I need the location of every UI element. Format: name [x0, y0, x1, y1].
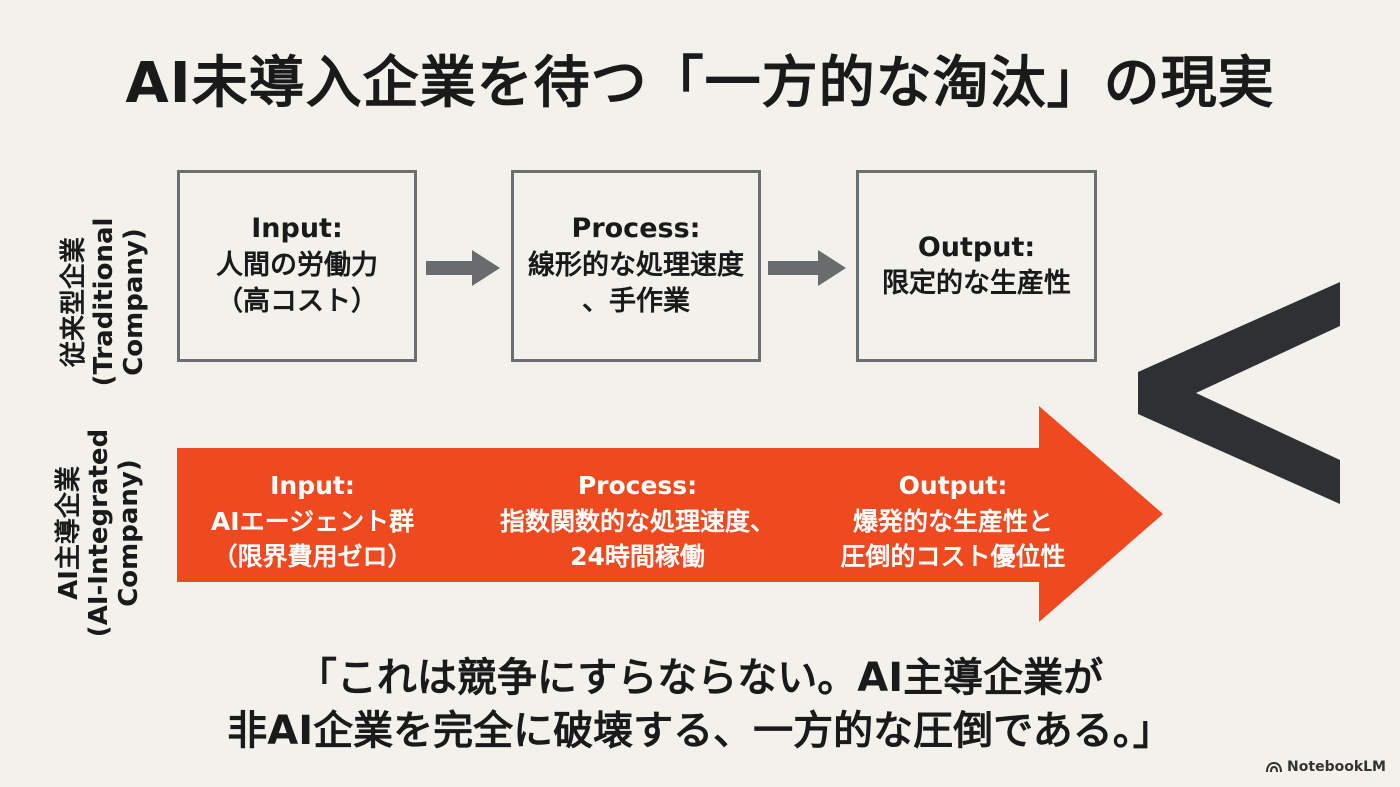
ai-process-line2: 24時間稼働 — [570, 542, 705, 571]
ai-input-line2: （限界費用ゼロ） — [212, 542, 413, 571]
traditional-output-head: Output: — [917, 231, 1036, 263]
ai-input-stage: Input: AIエージェント群 （限界費用ゼロ） — [195, 468, 430, 575]
flow-arrow-icon — [768, 250, 846, 286]
ai-output-line1: 爆発的な生産性と — [852, 506, 1053, 536]
ai-input-line1: AIエージェント群 — [210, 506, 415, 536]
traditional-process-line2: 、手作業 — [582, 286, 690, 318]
traditional-input-line2: （高コスト） — [216, 286, 378, 318]
traditional-process-line1: 線形的な処理速度 — [528, 249, 744, 281]
ai-row-label: AI主導企業 (AI-Integrated Company) — [54, 423, 165, 643]
traditional-input-line1: 人間の労働力 — [216, 249, 378, 281]
conclusion-quote: 「これは競争にすらならない。AI主導企業が 非AI企業を完全に破壊する、一方的な… — [0, 652, 1400, 758]
page-title: AI未導入企業を待つ「一方的な淘汰」の現実 — [125, 51, 1275, 116]
traditional-label-ja: 従来型企業 — [59, 237, 89, 368]
traditional-process-head: Process: — [571, 213, 701, 245]
notebooklm-logo-icon — [1266, 761, 1283, 773]
ai-label-en-1: (AI-Integrated — [83, 428, 114, 638]
traditional-input-box: Input: 人間の労働力 （高コスト） — [177, 170, 417, 362]
quote-line2: 非AI企業を完全に破壊する、一方的な圧倒である。」 — [227, 707, 1173, 754]
ai-output-stage: Output: 爆発的な生産性と 圧倒的コスト優位性 — [808, 468, 1098, 575]
traditional-process-box: Process: 線形的な処理速度 、手作業 — [511, 170, 761, 362]
ai-process-line1: 指数関数的な処理速度、 — [499, 506, 775, 536]
brand-watermark: NotebookLM — [1266, 759, 1386, 775]
ai-label-ja: AI主導企業 — [54, 466, 84, 600]
ai-output-line2: 圧倒的コスト優位性 — [840, 542, 1066, 571]
traditional-label-en-1: (Traditional — [88, 217, 119, 387]
traditional-row-label: 従来型企業 (Traditional Company) — [59, 192, 160, 412]
quote-line1: 「これは競争にすらならない。AI主導企業が — [296, 655, 1104, 701]
ai-process-stage: Process: 指数関数的な処理速度、 24時間稼働 — [475, 468, 800, 575]
ai-input-head: Input: — [270, 471, 355, 500]
brand-name: NotebookLM — [1287, 759, 1386, 775]
ai-output-head: Output: — [898, 471, 1008, 500]
less-than-icon — [1138, 282, 1340, 504]
traditional-input-head: Input: — [251, 213, 343, 245]
ai-flow-arrow-icon — [177, 406, 1163, 622]
traditional-output-box: Output: 限定的な生産性 — [856, 170, 1097, 362]
ai-label-en-2: Company) — [113, 459, 144, 607]
traditional-output-line1: 限定的な生産性 — [882, 268, 1071, 299]
traditional-label-en-2: Company) — [118, 228, 149, 376]
flow-arrow-icon — [426, 250, 500, 286]
ai-process-head: Process: — [577, 471, 698, 500]
